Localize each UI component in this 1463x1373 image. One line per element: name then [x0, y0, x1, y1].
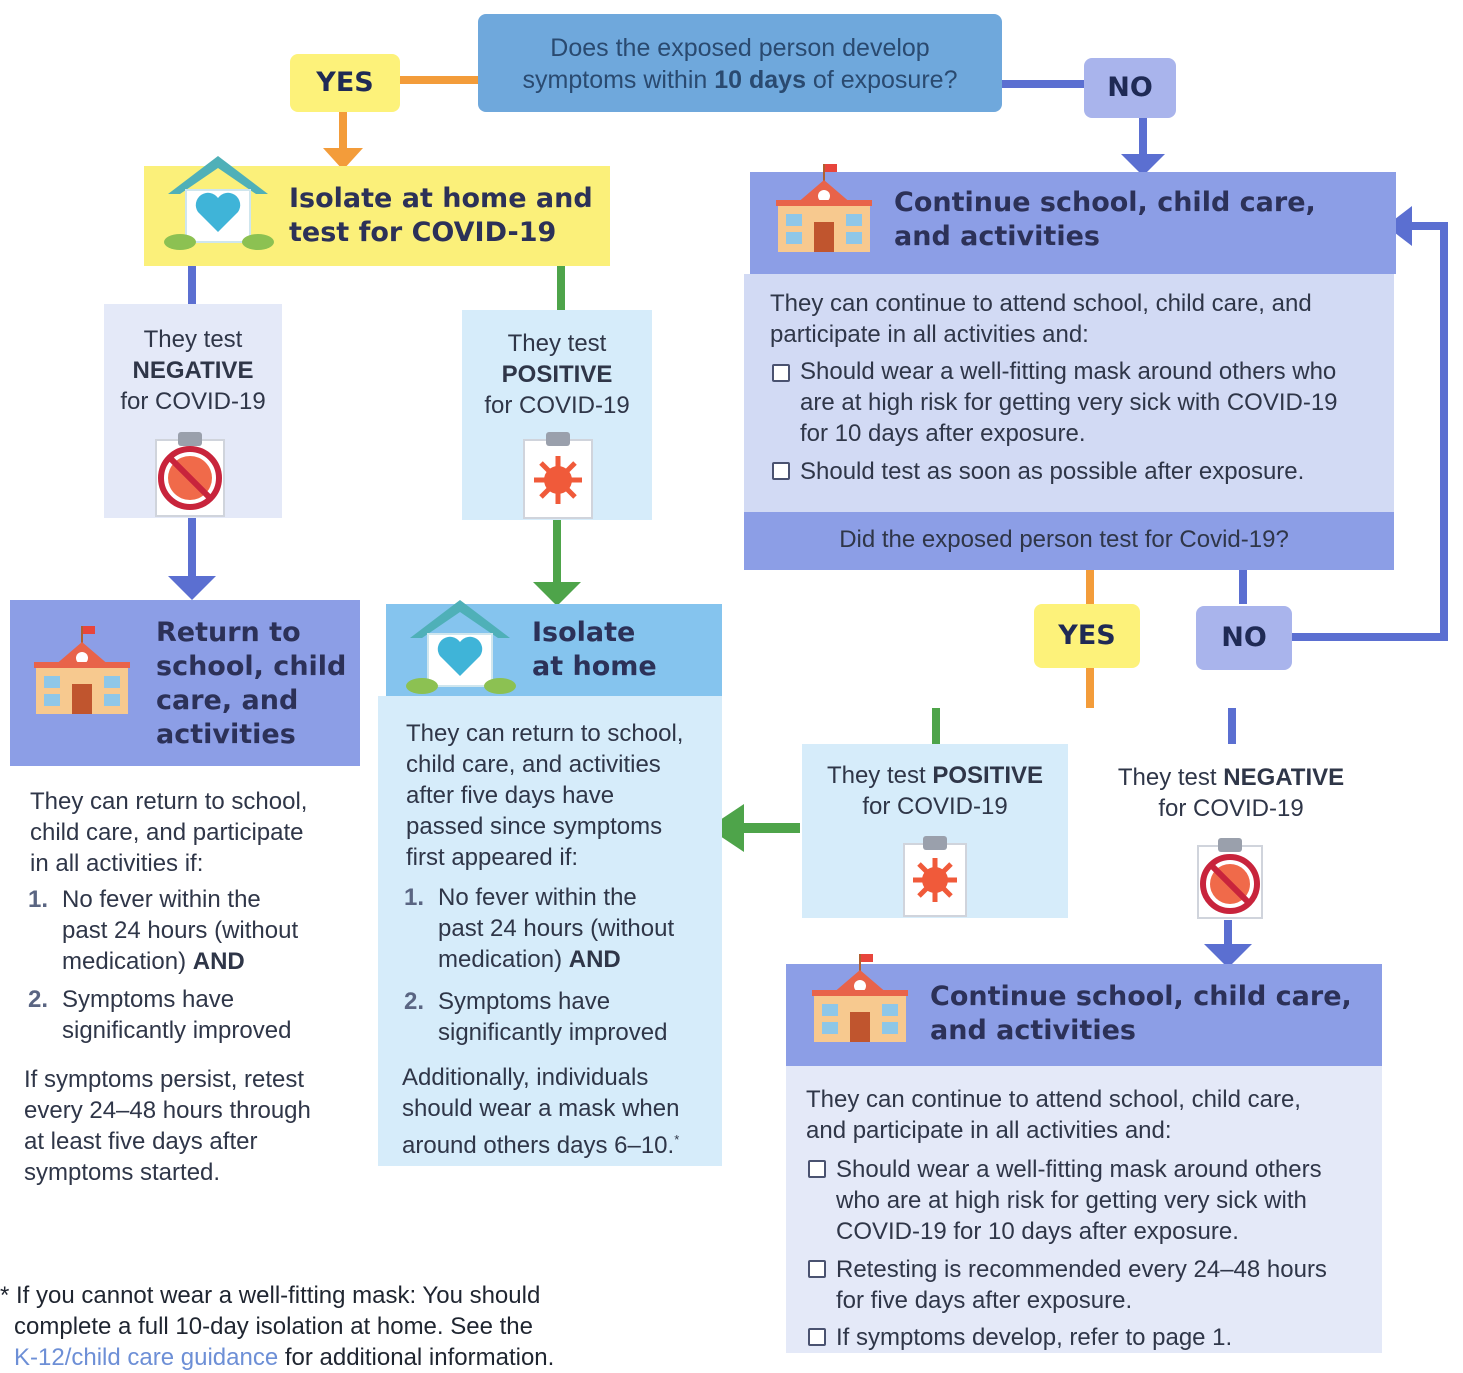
continue-top-intro: They can continue to attend school, chil…	[770, 290, 1312, 348]
checkbox-icon	[808, 1328, 826, 1346]
return-school-outro: If symptoms persist, retest every 24–48 …	[24, 1066, 311, 1186]
exposure-question-line2: symptoms within 10 days of exposure?	[522, 66, 958, 94]
isolate-home-outro: Additionally, individuals should wear a …	[402, 1064, 680, 1159]
guidance-link[interactable]: K-12/child care guidance	[14, 1344, 279, 1371]
isolate-home-header: Isolate at home	[386, 600, 722, 696]
test-question-text: Did the exposed person test for Covid-19…	[839, 526, 1289, 553]
footnote-line3: K-12/child care guidance for additional …	[14, 1344, 555, 1371]
continue-bottom-header: Continue school, child care, and activit…	[786, 954, 1382, 1066]
checkbox-icon	[808, 1260, 826, 1278]
return-school-body: They can return to school, child care, a…	[10, 766, 360, 1196]
exposure-question-box: Does the exposed person develop symptoms…	[478, 14, 1002, 112]
continue-bottom-check1: Should wear a well-fitting mask around o…	[836, 1156, 1322, 1245]
no-label-top: NO	[1084, 58, 1176, 118]
footnote-line2: complete a full 10-day isolation at home…	[14, 1313, 533, 1340]
continue-top-title: Continue school, child care, and activit…	[894, 187, 1316, 252]
return-school-header: Return to school, child care, and activi…	[10, 600, 360, 766]
isolate-home-title: Isolate at home	[532, 617, 657, 682]
return-school-intro: They can return to school, child care, a…	[30, 788, 308, 877]
checkbox-icon	[772, 364, 790, 382]
school-icon	[776, 164, 872, 252]
isolate-home-item2: 2. Symptoms have significantly improved	[404, 988, 668, 1046]
yes-label-bottom: YES	[1034, 604, 1140, 668]
continue-top-check1: Should wear a well-fitting mask around o…	[800, 358, 1338, 447]
clipboard-negative-virus-icon	[155, 432, 225, 517]
isolate-home-intro: They can return to school, child care, a…	[406, 720, 684, 871]
isolate-home-body: They can return to school, child care, a…	[378, 696, 722, 1166]
continue-top-header: Continue school, child care, and activit…	[750, 164, 1396, 274]
house-heart-icon	[164, 156, 274, 250]
test-question-box: Did the exposed person test for Covid-19…	[744, 512, 1394, 570]
negative-result-box: They test NEGATIVE for COVID-19	[104, 304, 282, 518]
clipboard-virus-icon	[523, 432, 593, 519]
right-positive-box: They test POSITIVE for COVID-19	[802, 744, 1068, 918]
continue-bottom-intro: They can continue to attend school, chil…	[806, 1086, 1301, 1144]
right-negative-text: They test NEGATIVE for COVID-19	[1117, 764, 1345, 822]
right-positive-text: They test POSITIVE for COVID-19	[826, 762, 1044, 820]
continue-bottom-check2: Retesting is recommended every 24–48 hou…	[836, 1256, 1327, 1314]
return-school-item2: 2. Symptoms have significantly improved	[28, 986, 292, 1044]
isolate-test-title: Isolate at home and test for COVID-19	[289, 183, 593, 248]
footnote-line1: * If you cannot wear a well-fitting mask…	[0, 1282, 541, 1309]
isolate-test-box: Isolate at home and test for COVID-19	[144, 156, 610, 266]
exposure-question-line1: Does the exposed person develop	[550, 34, 930, 62]
continue-bottom-check3: If symptoms develop, refer to page 1.	[836, 1324, 1233, 1351]
continue-top-check2: Should test as soon as possible after ex…	[800, 458, 1305, 485]
right-negative-box: They test NEGATIVE for COVID-19	[1090, 744, 1372, 920]
isolate-home-item1: 1. No fever within the past 24 hours (wi…	[404, 884, 675, 973]
positive-result-text: They test POSITIVE for COVID-19	[484, 330, 630, 419]
checkbox-icon	[808, 1160, 826, 1178]
clipboard-virus-icon	[903, 836, 967, 917]
clipboard-negative-virus-icon	[1197, 838, 1263, 919]
checkbox-icon	[772, 462, 790, 480]
return-school-title: Return to school, child care, and activi…	[156, 617, 347, 750]
house-heart-icon	[406, 600, 516, 694]
continue-bottom-body: They can continue to attend school, chil…	[786, 1066, 1382, 1353]
yes-label-top: YES	[290, 54, 400, 112]
school-icon	[812, 954, 908, 1042]
continue-bottom-title: Continue school, child care, and activit…	[930, 981, 1352, 1046]
negative-result-text: They test NEGATIVE for COVID-19	[120, 326, 266, 415]
footnote: * If you cannot wear a well-fitting mask…	[0, 1280, 600, 1371]
return-school-item1: 1. No fever within the past 24 hours (wi…	[28, 886, 299, 975]
no-label-bottom: NO	[1196, 606, 1292, 670]
school-icon	[34, 626, 130, 714]
positive-result-box: They test POSITIVE for COVID-19	[462, 310, 652, 520]
continue-top-body: They can continue to attend school, chil…	[744, 274, 1394, 512]
